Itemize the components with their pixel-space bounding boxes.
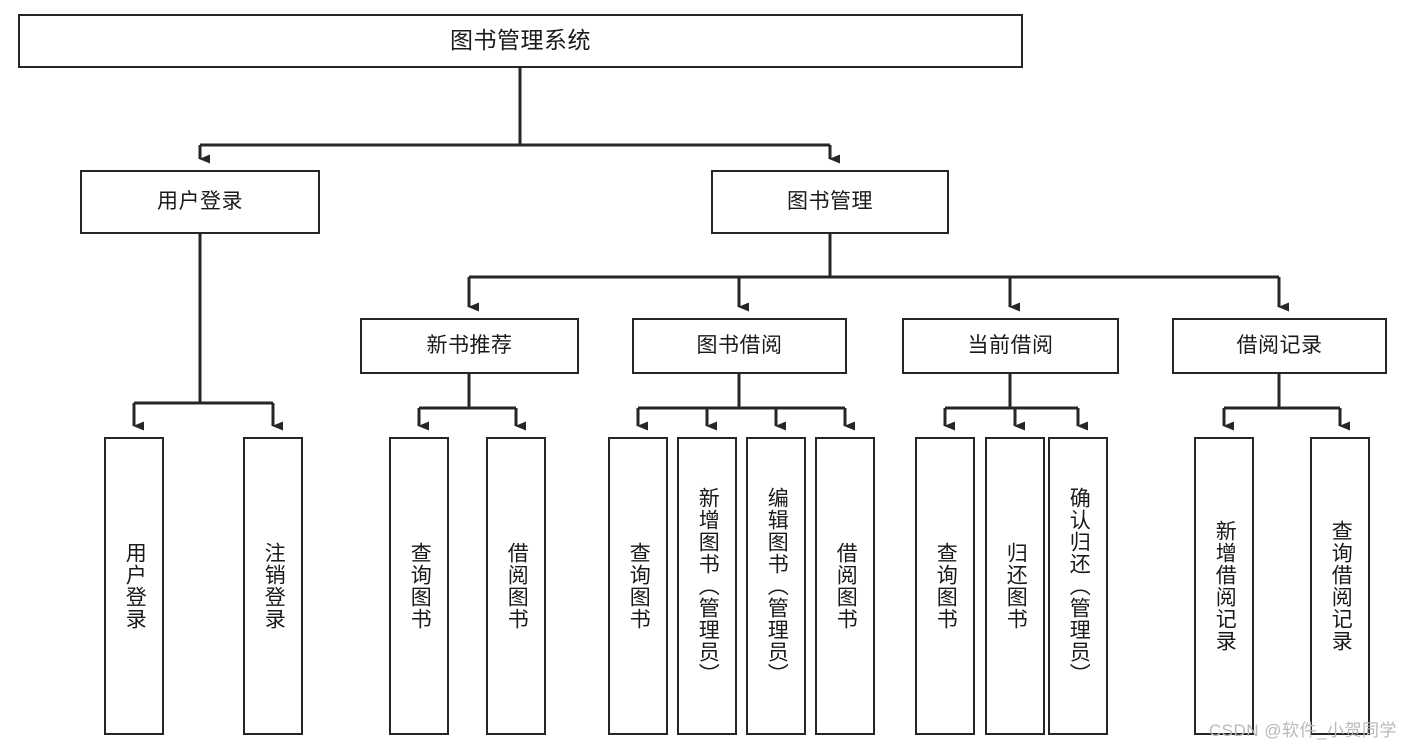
node-label: 借阅记录	[1236, 334, 1323, 358]
node-label: 注销登录	[262, 542, 286, 630]
node-leaf-return-book: 归还图书	[985, 437, 1045, 735]
node-new-book-recommend: 新书推荐	[360, 318, 579, 374]
node-label: 用户登录	[123, 542, 147, 630]
node-label: 新书推荐	[426, 334, 513, 358]
node-label: 查询图书	[934, 542, 958, 630]
node-label: 新增图书（管理员）	[696, 487, 720, 685]
node-label: 图书借阅	[696, 334, 783, 358]
node-leaf-user-logout: 注销登录	[243, 437, 303, 735]
node-leaf-user-login: 用户登录	[104, 437, 164, 735]
node-leaf-edit-book: 编辑图书（管理员）	[746, 437, 806, 735]
node-book-manage: 图书管理	[711, 170, 949, 234]
node-label: 新增借阅记录	[1213, 520, 1237, 652]
node-book-borrow: 图书借阅	[632, 318, 847, 374]
node-label: 图书管理	[787, 190, 873, 214]
node-label: 查询图书	[627, 542, 651, 630]
connector-lines	[132, 68, 1350, 431]
node-label: 编辑图书（管理员）	[765, 487, 789, 685]
node-label: 借阅图书	[505, 542, 529, 630]
node-label: 确认归还（管理员）	[1067, 487, 1091, 685]
node-leaf-query-book-3: 查询图书	[915, 437, 975, 735]
node-current-borrow: 当前借阅	[902, 318, 1119, 374]
node-label: 查询借阅记录	[1329, 520, 1353, 652]
node-leaf-confirm-return: 确认归还（管理员）	[1048, 437, 1108, 735]
node-label: 用户登录	[157, 190, 243, 214]
node-leaf-borrow-book-1: 借阅图书	[486, 437, 546, 735]
node-borrow-record: 借阅记录	[1172, 318, 1387, 374]
node-label: 查询图书	[408, 542, 432, 630]
node-user-login: 用户登录	[80, 170, 320, 234]
node-leaf-add-record: 新增借阅记录	[1194, 437, 1254, 735]
node-label: 当前借阅	[967, 334, 1054, 358]
node-leaf-query-record: 查询借阅记录	[1310, 437, 1370, 735]
node-leaf-query-book-1: 查询图书	[389, 437, 449, 735]
node-label: 图书管理系统	[450, 27, 591, 54]
node-leaf-add-book: 新增图书（管理员）	[677, 437, 737, 735]
node-leaf-query-book-2: 查询图书	[608, 437, 668, 735]
node-label: 借阅图书	[834, 542, 858, 630]
node-label: 归还图书	[1004, 542, 1028, 630]
node-leaf-borrow-book-2: 借阅图书	[815, 437, 875, 735]
node-root: 图书管理系统	[18, 14, 1023, 68]
